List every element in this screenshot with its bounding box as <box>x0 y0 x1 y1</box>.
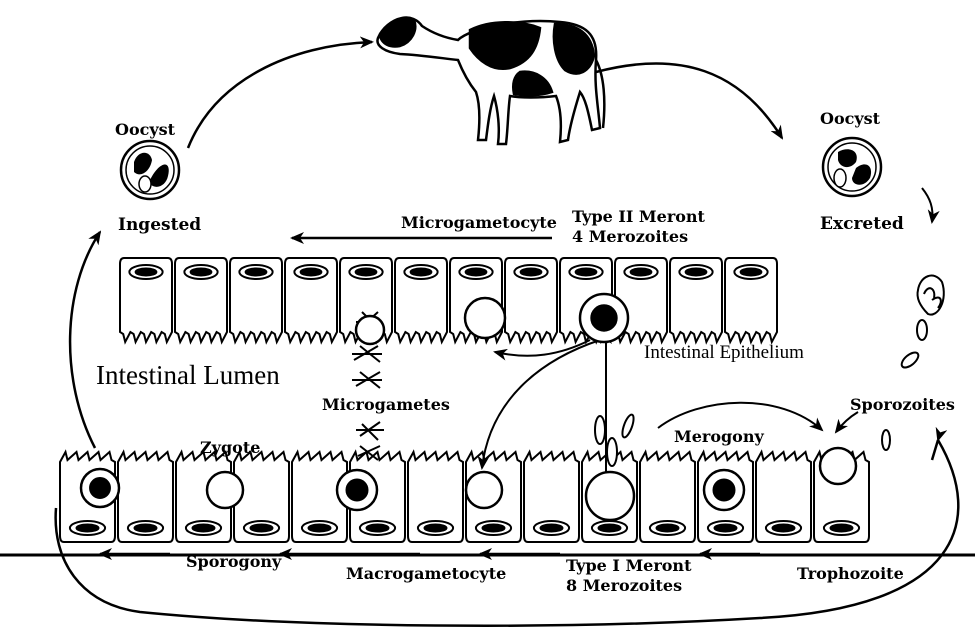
arrow-cow-to-excreted <box>596 63 782 138</box>
oocyst-label-right: Oocyst <box>820 111 880 128</box>
microgametes-label: Microgametes <box>322 397 450 414</box>
type2-merozoites-label: 4 Merozoites <box>572 229 688 246</box>
cell-nucleus-core <box>576 269 597 276</box>
arrow-merogony-loop <box>658 403 822 430</box>
cell-nucleus-core <box>483 525 505 532</box>
arrow-to-ingested <box>70 232 100 448</box>
cow-illustration <box>377 17 604 144</box>
cell-nucleus-core <box>191 269 212 276</box>
cell-nucleus-core <box>741 269 762 276</box>
cell-nucleus-core <box>246 269 267 276</box>
cell-nucleus-core <box>831 525 853 532</box>
arrow-to-cow <box>188 42 372 148</box>
cell-nucleus-core <box>251 525 273 532</box>
excysting-oocyst-icon <box>899 276 944 371</box>
merogony-stage-core <box>713 479 735 501</box>
cell-nucleus-core <box>136 269 157 276</box>
oocyst-ingested-icon <box>121 141 179 199</box>
cell-nucleus-core <box>466 269 487 276</box>
cell-nucleus-core <box>686 269 707 276</box>
arrow-sporozoite-in <box>836 412 858 432</box>
cell-nucleus-core <box>541 525 563 532</box>
microgametocyte-stage <box>465 298 505 338</box>
cell-nucleus-core <box>135 525 157 532</box>
zygote-forming-stage-core <box>346 479 368 501</box>
cell-nucleus-core <box>599 525 621 532</box>
cell-nucleus-core <box>367 525 389 532</box>
arrow-type2-to-macro <box>482 340 600 468</box>
cell-nucleus-core <box>309 525 331 532</box>
zygote-stage <box>207 472 243 508</box>
excreted-label: Excreted <box>820 214 904 234</box>
arrow-excreted-down <box>922 188 933 222</box>
sporogony-label: Sporogony <box>186 554 281 571</box>
cell-nucleus-core <box>521 269 542 276</box>
cell-nucleus-core <box>425 525 447 532</box>
ingested-label: Ingested <box>118 215 201 235</box>
oocyst-label-left: Oocyst <box>115 122 175 139</box>
zygote-label: Zygote <box>200 440 260 457</box>
macrogametocyte-stage <box>466 472 502 508</box>
macrogametocyte-label: Macrogametocyte <box>346 566 506 583</box>
type1-merozoites-label: 8 Merozoites <box>566 578 682 595</box>
cell-nucleus-core <box>193 525 215 532</box>
trophozoite-label: Trophozoite <box>797 566 904 583</box>
cell-nucleus-core <box>773 525 795 532</box>
cell-nucleus-core <box>411 269 432 276</box>
upper-epithelium <box>120 258 777 342</box>
sporozoites-label: Sporozoites <box>850 397 955 414</box>
cell-nucleus-core <box>301 269 322 276</box>
cell-nucleus-core <box>631 269 652 276</box>
cell-nucleus-core <box>715 525 737 532</box>
lower-epithelium <box>60 452 869 542</box>
intestinal-lumen-label: Intestinal Lumen <box>96 360 280 391</box>
type1-meront-label: Type I Meront <box>566 558 691 575</box>
oocyst-in-cell-stage-core <box>90 478 111 499</box>
microgametocyte-label: Microgametocyte <box>401 215 557 232</box>
type1-meront-stage <box>586 472 634 520</box>
oocyst-excreted-icon <box>823 138 881 196</box>
cell-nucleus-core <box>356 269 377 276</box>
trophozoite-stage <box>820 448 856 484</box>
merogony-label: Merogony <box>674 429 764 446</box>
type2-meront-label: Type II Meront <box>572 209 705 226</box>
intestinal-epithelium-label: Intestinal Epithelium <box>644 342 804 364</box>
microgametocyte-release-stage <box>356 316 384 344</box>
cell-nucleus-core <box>657 525 679 532</box>
cell-nucleus-core <box>77 525 99 532</box>
type2-meront-stage-core <box>591 305 617 331</box>
